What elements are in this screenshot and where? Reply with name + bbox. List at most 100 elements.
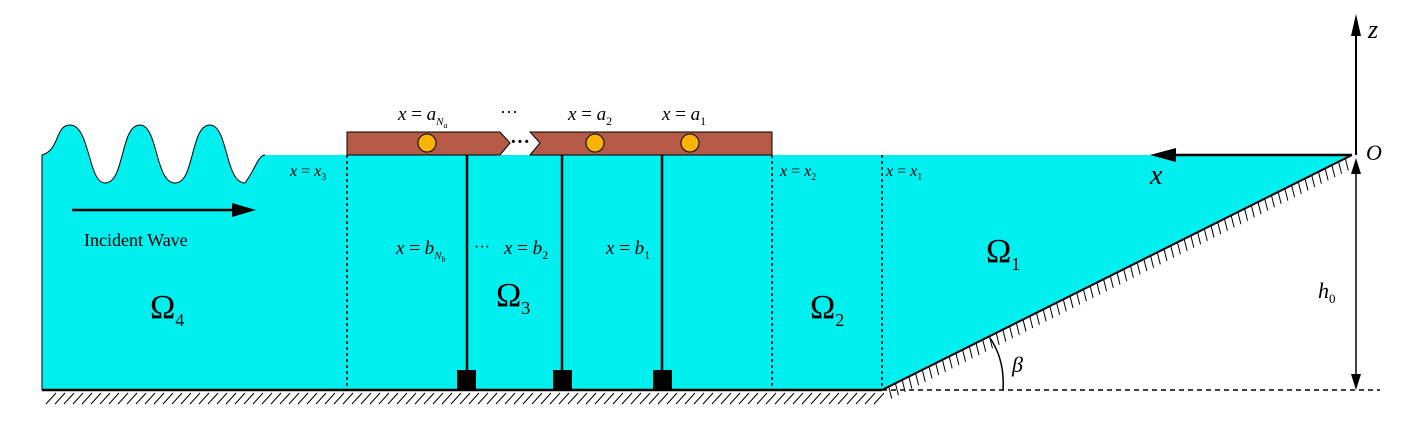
anchors — [457, 370, 672, 391]
origin-label: O — [1366, 140, 1382, 165]
seabed-hatch-mark — [279, 392, 291, 405]
water-region — [42, 125, 1352, 390]
slope-hatch-mark — [1129, 265, 1134, 278]
seabed-hatch-mark — [684, 392, 696, 405]
slope-hatch-mark — [1076, 292, 1081, 305]
slope-hatch-mark — [1015, 322, 1020, 335]
seabed-hatch-mark — [864, 392, 876, 405]
mooring-b2-label: x = b2 — [503, 238, 548, 262]
slope-hatch-mark — [1156, 252, 1161, 265]
slope-hatch-mark — [955, 352, 960, 366]
seabed-hatch-mark — [108, 392, 120, 405]
seabed-hatch-mark — [225, 392, 237, 405]
seabed-hatch-mark — [306, 392, 318, 405]
x1-boundary-label: x = x1 — [885, 163, 922, 183]
slope-hatch-mark — [982, 339, 987, 352]
slope-hatch-mark — [1103, 279, 1108, 292]
seabed-hatch-mark — [738, 392, 750, 405]
depth-h0-label: h0 — [1318, 278, 1336, 306]
seabed-hatch-mark — [270, 392, 282, 405]
seabed-hatch-mark — [819, 392, 831, 405]
slope-hatch-mark — [1284, 188, 1289, 201]
barrier-gap-ellipsis: ··· — [510, 131, 530, 153]
seabed-hatch-mark — [171, 392, 183, 405]
slope-hatch-mark — [941, 359, 946, 372]
slope-hatch-mark — [962, 349, 967, 362]
seabed-hatch-mark — [477, 392, 489, 405]
seabed-hatch-mark — [153, 392, 165, 405]
seabed-hatch-mark — [369, 392, 381, 405]
slope-hatch-mark — [1136, 262, 1141, 275]
hinge-a-na-label: x = aNa — [397, 104, 448, 130]
seabed-hatch-mark — [99, 392, 111, 405]
slope-hatch-mark — [1009, 326, 1014, 339]
seabed-hatch-mark — [126, 392, 138, 405]
seabed-hatch-mark — [693, 392, 705, 405]
mooring-ellipsis: ··· — [474, 239, 490, 256]
slope-angle-label: β — [1011, 352, 1023, 377]
seabed-hatch-mark — [855, 392, 867, 405]
slope-hatch-mark — [1264, 198, 1269, 211]
slope-hatch-mark — [1217, 222, 1222, 235]
seabed-hatch-mark — [234, 392, 246, 405]
beta-arc — [989, 337, 1004, 391]
slope-hatch-mark — [1304, 178, 1309, 191]
hinges — [417, 133, 700, 153]
seabed-hatch-mark — [558, 392, 570, 405]
seabed-hatch-mark — [432, 392, 444, 405]
z-axis-arrowhead — [1351, 14, 1361, 36]
slope-hatch-mark — [948, 356, 953, 369]
water-outline — [41, 124, 266, 390]
incident-wave-arrowhead — [232, 203, 256, 217]
omega4-label: Ω4 — [150, 289, 184, 330]
seabed-hatch-mark — [54, 392, 66, 405]
seabed-hatch-mark — [846, 392, 858, 405]
seabed-hatch-mark — [333, 392, 345, 405]
slope-hatch-mark — [1002, 329, 1007, 342]
seabed-hatch-mark — [648, 392, 660, 405]
seabed-hatch-mark — [441, 392, 453, 405]
seabed-hatch-mark — [414, 392, 426, 405]
seabed-hatch-mark — [324, 392, 336, 405]
seabed-hatch-mark — [711, 392, 723, 405]
seabed-hatch-mark — [189, 392, 201, 405]
seabed-hatch-mark — [837, 392, 849, 405]
slope-hatch-mark — [1203, 228, 1208, 241]
hinge-ellipsis: ··· — [500, 102, 518, 122]
hinge-a-na — [417, 133, 437, 153]
slope-hatch-mark — [1297, 181, 1302, 194]
slope-hatch-mark — [1190, 235, 1195, 248]
slope-hatch-mark — [1022, 319, 1027, 332]
seabed-hatch-mark — [495, 392, 507, 405]
slope-hatch-mark — [935, 363, 940, 376]
seabed-hatch-mark — [504, 392, 516, 405]
seabed-hatch-mark — [720, 392, 732, 405]
slope-hatch-mark — [975, 342, 980, 356]
omega1-label: Ω1 — [986, 233, 1020, 274]
seabed-hatch-mark — [396, 392, 408, 405]
seabed-hatch-mark — [630, 392, 642, 405]
seabed-hatch-mark — [612, 392, 624, 405]
slope-hatch-mark — [1150, 255, 1155, 268]
seabed-hatch-mark — [90, 392, 102, 405]
hinge-a1-label: x = a1 — [661, 104, 706, 128]
seabed-hatch-mark — [252, 392, 264, 405]
slope-hatch-mark — [1183, 238, 1188, 252]
seabed-hatch-mark — [288, 392, 300, 405]
seabed-hatch-mark — [45, 392, 57, 405]
slope-hatch-mark — [1277, 191, 1282, 205]
seabed-hatch-mark — [747, 392, 759, 405]
incident-wave-label: Incident Wave — [84, 230, 188, 250]
seabed-hatch-mark — [63, 392, 75, 405]
seabed-hatch-mark — [144, 392, 156, 405]
seabed-hatch-mark — [729, 392, 741, 405]
seabed-hatch-mark — [531, 392, 543, 405]
slope-hatch-mark — [894, 383, 899, 396]
slope-hatch-mark — [908, 376, 913, 389]
slope-hatch-mark — [901, 379, 906, 393]
slope-hatch-mark — [928, 366, 933, 379]
slope-hatch-mark — [1062, 299, 1067, 312]
seabed-hatch-mark — [522, 392, 534, 405]
seabed-hatch-mark — [180, 392, 192, 405]
